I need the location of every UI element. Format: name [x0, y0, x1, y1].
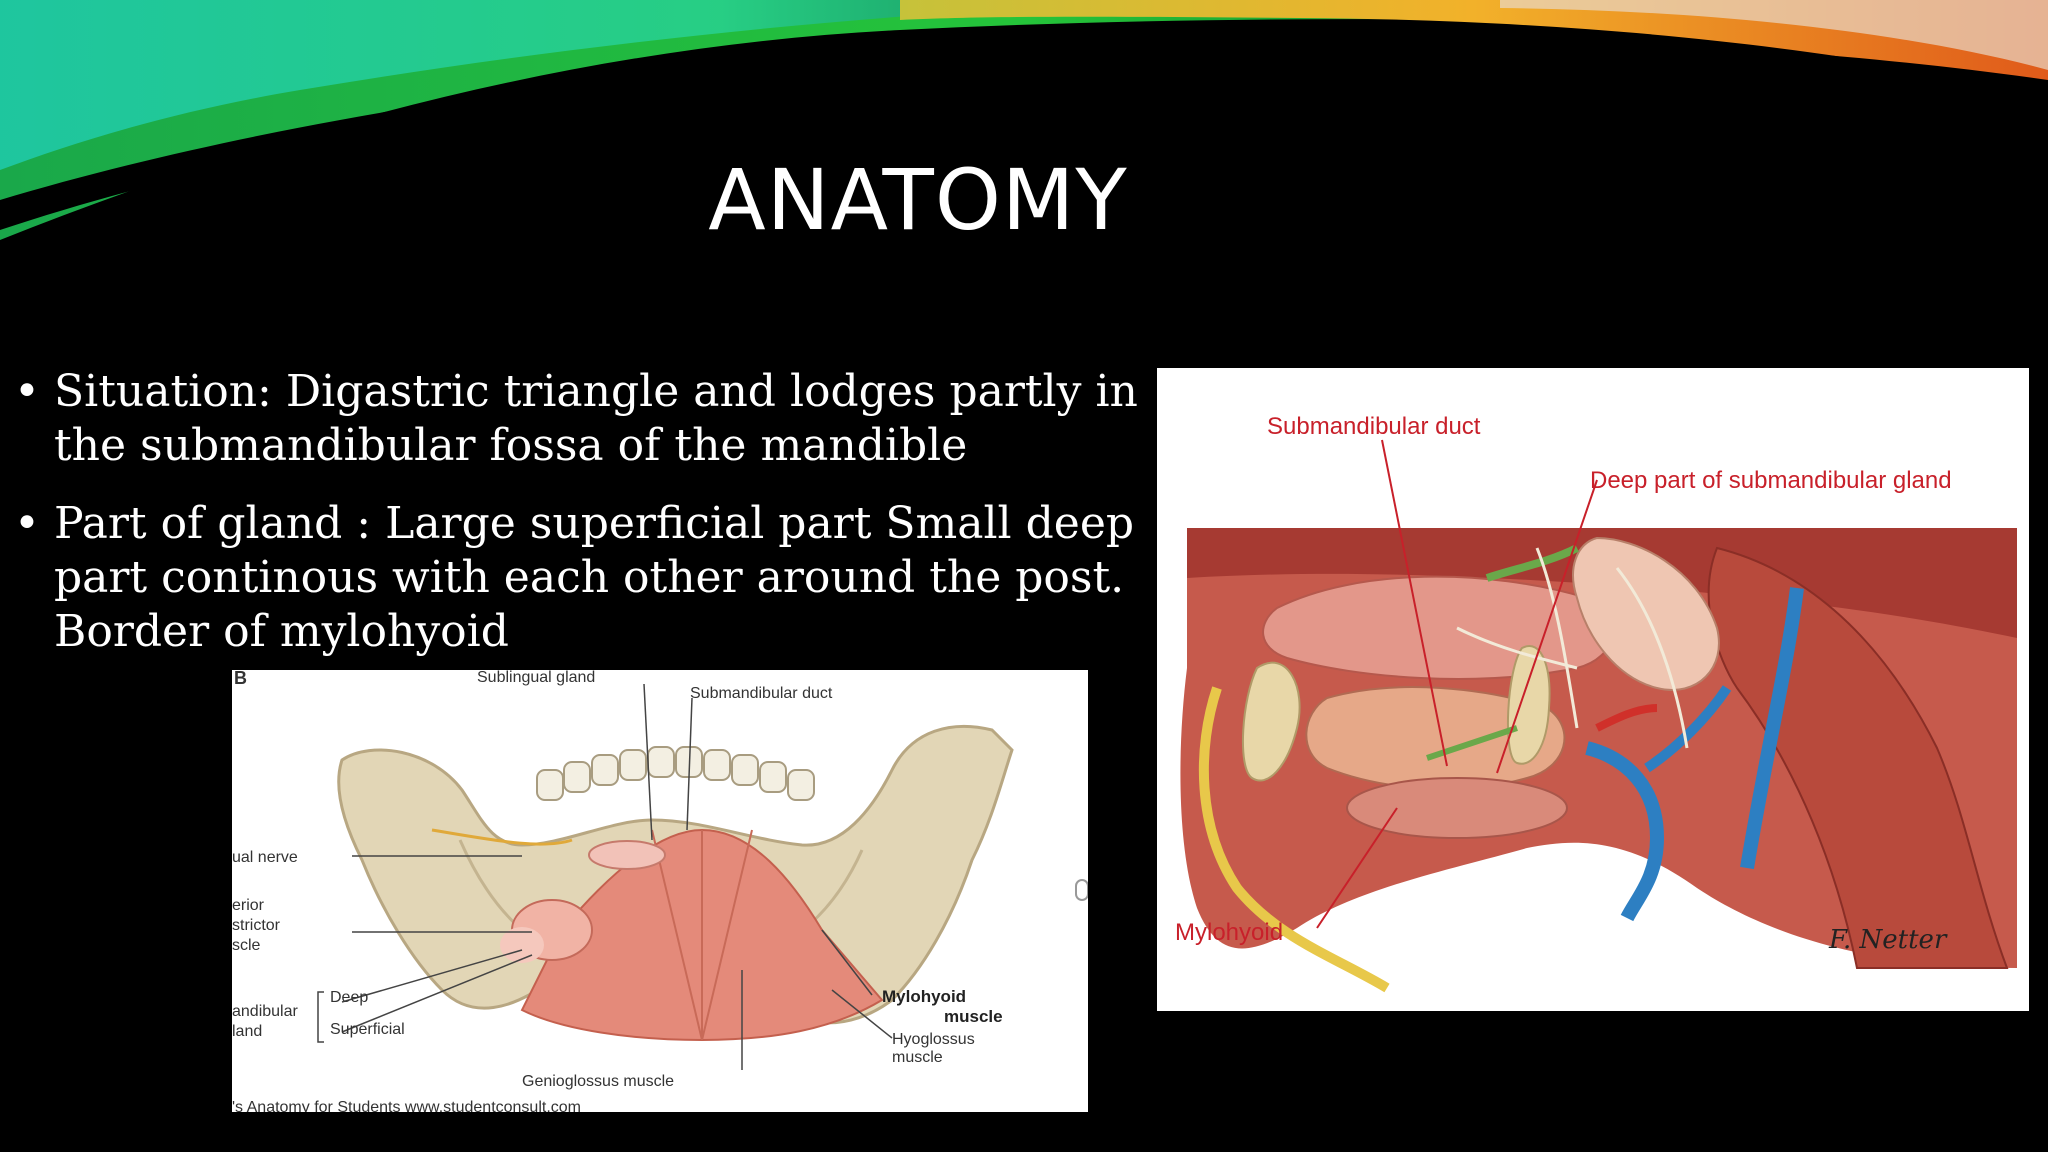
label-constrictor-1: erior [232, 897, 265, 914]
bullet-dot-icon: • [14, 498, 40, 549]
bullet-dot-icon: • [14, 366, 40, 417]
mandible-illustration: B Sublingual gland Submandibular duct ua… [232, 670, 1088, 1112]
label-hyoglossus-2: muscle [892, 1049, 943, 1066]
label-hyoglossus-1: Hyoglossus [892, 1031, 975, 1048]
artist-signature: F. Netter [1828, 925, 1948, 955]
label-mylohyoid-2: muscle [944, 1007, 1003, 1026]
label-deep-part: Deep part of submandibular gland [1590, 467, 1952, 494]
label-constrictor-3: scle [232, 937, 261, 954]
submandibular-region-illustration: Submandibular duct Deep part of submandi… [1157, 368, 2029, 1011]
bullet-list: • Situation: Digastric triangle and lodge… [14, 365, 1174, 683]
label-submandibular-duct: Submandibular duct [690, 685, 833, 702]
label-mylohyoid: Mylohyoid [1175, 919, 1283, 946]
label-superficial: Superficial [330, 1021, 405, 1038]
bullet-text: Part of gland : Large superficial part S… [54, 498, 1135, 657]
label-lingual-nerve: ual nerve [232, 849, 298, 866]
figure-credit: 's Anatomy for Students www.studentconsu… [232, 1099, 581, 1112]
label-submandibular-duct: Submandibular duct [1267, 413, 1481, 440]
label-mylohyoid-1: Mylohyoid [882, 987, 966, 1006]
slide-title: ANATOMY [708, 151, 1128, 249]
decorative-swoosh [0, 0, 2048, 240]
label-genioglossus: Genioglossus muscle [522, 1073, 674, 1090]
label-constrictor-2: strictor [232, 917, 281, 934]
label-sublingual-gland: Sublingual gland [477, 670, 595, 686]
label-deep: Deep [330, 989, 368, 1006]
bullet-text: Situation: Digastric triangle and lodges… [54, 366, 1138, 471]
bullet-parts: • Part of gland : Large superficial part … [14, 497, 1174, 659]
panel-letter: B [234, 670, 247, 688]
label-gland-1: andibular [232, 1003, 299, 1020]
label-gland-2: land [232, 1023, 262, 1040]
bullet-situation: • Situation: Digastric triangle and lodge… [14, 365, 1174, 473]
